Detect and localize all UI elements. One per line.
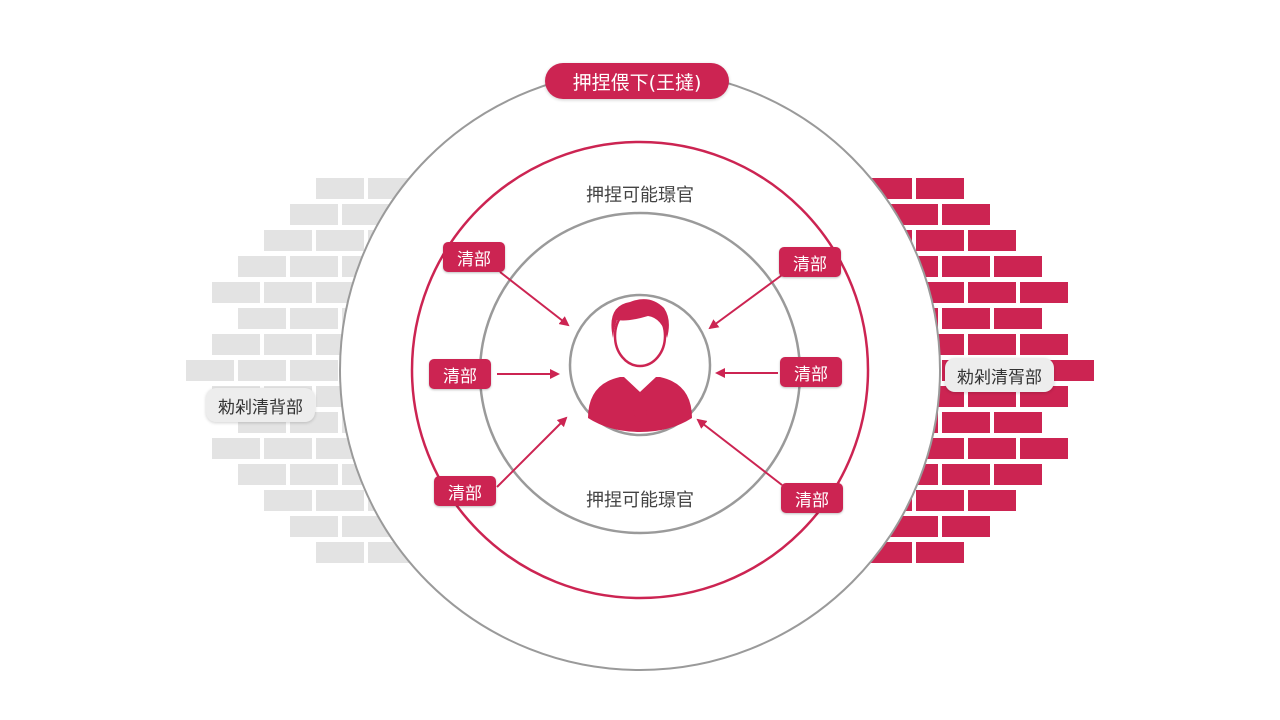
left-brick	[264, 334, 312, 355]
left-brick	[212, 334, 260, 355]
middle-red-ring	[410, 140, 870, 600]
right-brick	[916, 230, 964, 251]
right-brick	[968, 230, 1016, 251]
badge-bottom-right: 清部	[781, 483, 843, 513]
arrow-top-left	[499, 271, 570, 327]
arrow-bottom-right	[696, 418, 783, 486]
arrow-top-right	[708, 274, 783, 330]
right-brick	[968, 282, 1016, 303]
left-brick	[290, 308, 338, 329]
left-brick	[316, 490, 364, 511]
left-brick	[264, 438, 312, 459]
right-brick	[968, 334, 1016, 355]
left-brick	[238, 256, 286, 277]
left-side-label: 勑剁清背部	[206, 388, 315, 422]
left-brick	[186, 360, 234, 381]
right-brick	[890, 516, 938, 537]
arrow-bottom-left	[496, 416, 568, 488]
right-brick	[994, 308, 1042, 329]
left-brick	[290, 360, 338, 381]
left-brick	[212, 438, 260, 459]
left-brick	[290, 464, 338, 485]
left-brick	[342, 204, 390, 225]
right-brick	[994, 464, 1042, 485]
right-brick	[994, 412, 1042, 433]
right-brick	[1046, 360, 1094, 381]
right-brick	[1020, 282, 1068, 303]
left-brick	[290, 256, 338, 277]
right-side-label: 勑剁清胥部	[945, 358, 1054, 392]
left-brick	[316, 230, 364, 251]
right-brick	[942, 464, 990, 485]
right-brick	[942, 204, 990, 225]
top-label-pill: 押捏偎下(王撻)	[545, 63, 729, 99]
left-brick	[290, 516, 338, 537]
left-brick	[238, 360, 286, 381]
right-brick	[942, 412, 990, 433]
right-brick	[968, 438, 1016, 459]
right-brick	[942, 308, 990, 329]
left-brick	[238, 308, 286, 329]
upper-ring-label: 押捏可能璟官	[586, 185, 694, 206]
right-brick	[968, 490, 1016, 511]
right-brick	[916, 490, 964, 511]
badge-bottom-left: 清部	[434, 476, 496, 506]
left-brick	[316, 542, 364, 563]
right-brick	[942, 516, 990, 537]
left-brick	[264, 282, 312, 303]
businessman-icon	[588, 299, 692, 432]
left-brick	[264, 230, 312, 251]
left-brick	[212, 282, 260, 303]
badge-mid-left: 清部	[429, 359, 491, 389]
badge-mid-right: 清部	[780, 357, 842, 387]
right-brick	[942, 256, 990, 277]
right-brick	[916, 542, 964, 563]
left-brick	[316, 178, 364, 199]
right-brick	[916, 178, 964, 199]
right-brick	[994, 256, 1042, 277]
right-brick	[1020, 334, 1068, 355]
left-brick	[264, 490, 312, 511]
right-brick	[1020, 438, 1068, 459]
left-brick	[342, 516, 390, 537]
left-brick	[238, 464, 286, 485]
lower-ring-label: 押捏可能璟官	[586, 490, 694, 511]
badge-top-left: 清部	[443, 242, 505, 272]
right-brick	[890, 204, 938, 225]
badge-top-right: 清部	[779, 247, 841, 277]
left-brick	[290, 204, 338, 225]
